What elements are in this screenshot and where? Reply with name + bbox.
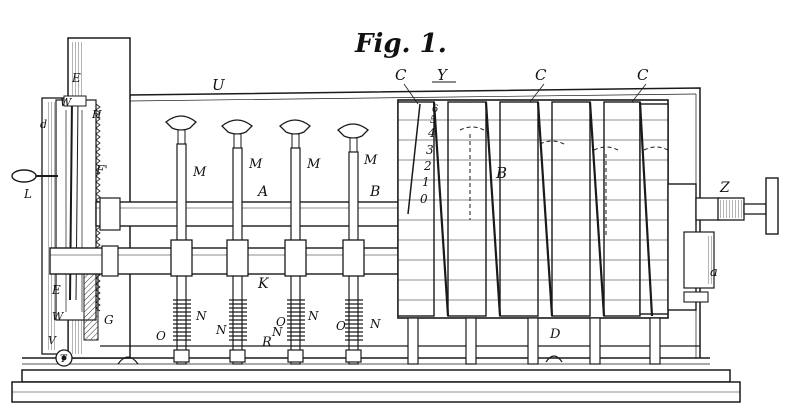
- label-z: Z: [719, 180, 730, 196]
- dial-number: 5: [430, 115, 436, 126]
- label-y: Y: [437, 66, 449, 84]
- label-c-1: C: [395, 66, 407, 84]
- label-m-3: M: [306, 157, 321, 172]
- label-f: F': [95, 163, 108, 177]
- label-k: K: [257, 276, 270, 292]
- label-u: U: [212, 76, 226, 94]
- label-d: D: [549, 327, 561, 342]
- label-n-5: N: [369, 317, 381, 331]
- key-stem-1: [165, 115, 197, 365]
- label-a-small: a: [710, 265, 718, 280]
- dial-number: 3: [426, 143, 434, 157]
- label-h: H: [91, 108, 102, 121]
- label-d-small: d: [40, 118, 47, 131]
- label-l: L: [23, 187, 32, 201]
- drum-supports: [407, 317, 661, 365]
- label-e-top: E: [71, 71, 81, 85]
- label-b-shaft: B: [369, 184, 380, 200]
- key-stem-3: [279, 119, 311, 365]
- dial-number: 2: [423, 159, 432, 173]
- label-n-2: N: [215, 323, 227, 337]
- label-w-top: W: [60, 96, 73, 109]
- label-w-bottom: W: [52, 310, 65, 323]
- label-o-2: O: [276, 315, 286, 329]
- label-v: V: [48, 334, 57, 347]
- label-n-4: N: [271, 325, 283, 339]
- label-c-3: C: [637, 66, 649, 84]
- register-drums: [397, 99, 669, 319]
- label-m-2: M: [248, 157, 263, 172]
- dial-number: 4: [427, 126, 436, 140]
- key-stem-4: [337, 123, 369, 365]
- label-t: T: [60, 354, 68, 365]
- label-o-3: O: [336, 319, 346, 333]
- reference-labels: U Y C C C A B B M M M M K O N N O N N O …: [23, 66, 730, 365]
- base-plate: [11, 357, 741, 403]
- key-stem-2: [221, 119, 253, 365]
- label-m-1: M: [192, 165, 207, 180]
- label-g: G: [104, 313, 114, 327]
- label-e-bottom: E: [51, 283, 61, 297]
- right-end-assembly: [667, 177, 779, 311]
- main-shaft: [95, 201, 407, 227]
- label-n-1: N: [195, 309, 207, 323]
- label-n-3: N: [307, 309, 319, 323]
- dial-number: 0: [420, 192, 428, 206]
- label-b-drum: B: [495, 164, 507, 182]
- dial-number: 6: [432, 104, 439, 115]
- label-c-2: C: [535, 66, 547, 84]
- figure-title: Fig. 1.: [354, 29, 447, 59]
- label-r: R: [261, 335, 272, 350]
- label-a: A: [256, 184, 268, 200]
- pulley: [55, 349, 139, 367]
- crank-handle: [11, 169, 58, 183]
- dial-number: 1: [422, 175, 430, 189]
- label-o-1: O: [156, 329, 166, 343]
- dial-numbers: 6 5 4 3 2 1 0: [420, 104, 439, 206]
- label-m-4: M: [363, 153, 378, 168]
